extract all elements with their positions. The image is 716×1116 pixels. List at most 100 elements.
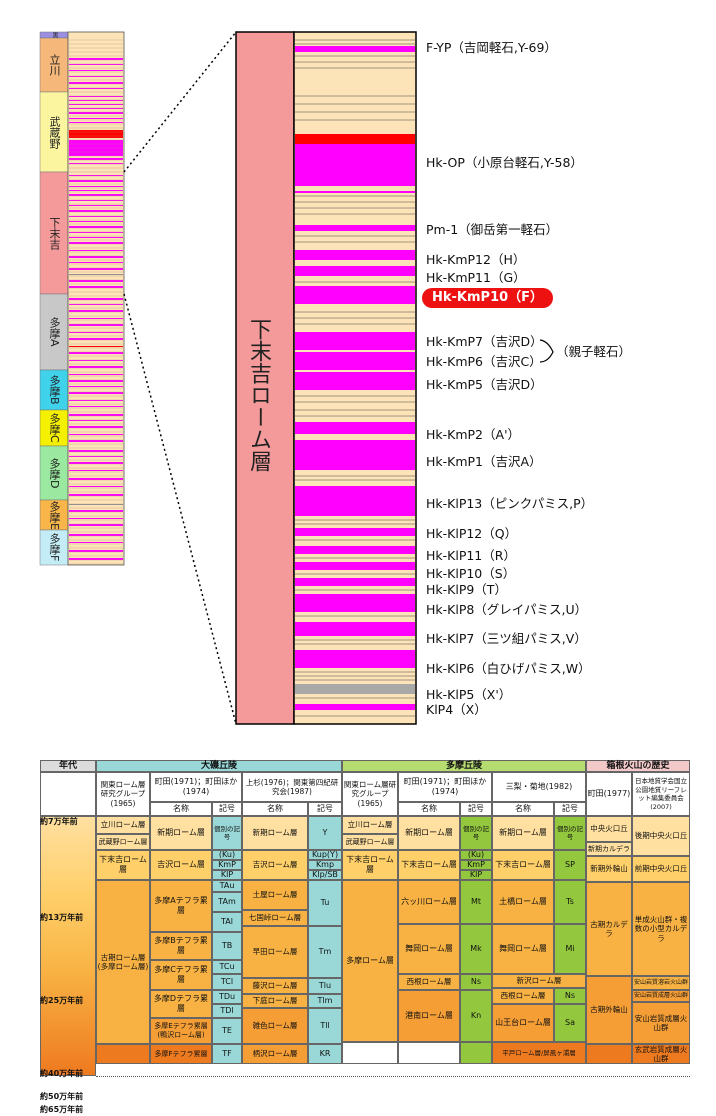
sanri-symbol: 個別の記号 [554, 816, 586, 850]
header-oiso: 大磯丘陵 [96, 760, 342, 772]
hakone-geo: 玄武岩質成層火山群 [632, 1044, 690, 1064]
mini-band [69, 374, 123, 375]
tephra-band [295, 250, 415, 260]
header-sub: 町田(1971)；町田ほか(1974) [398, 772, 492, 802]
tama-symbol: Ns [460, 974, 492, 990]
header-sub: 町田(1977) [586, 772, 632, 816]
sanri-symbol: Ts [554, 880, 586, 924]
mini-band [69, 298, 123, 300]
mini-band [69, 380, 123, 382]
mini-band [69, 122, 123, 123]
mini-band [69, 478, 123, 480]
mini-band [69, 360, 123, 361]
tephra-band [295, 134, 415, 144]
tama-name: 六ッ川ローム層 [398, 880, 460, 924]
era-band [39, 409, 69, 447]
tama-symbol: Mk [460, 924, 492, 974]
sanri-name: 新沢ローム層 [492, 974, 586, 988]
tephra-label: Hk-KlP7（三ツ組パミス,V） [426, 631, 587, 646]
tama-name: 新期ローム層 [398, 816, 460, 850]
header-sub: 関東ローム層研究グループ(1965) [342, 772, 398, 816]
tephra-band [295, 182, 415, 186]
mini-band [69, 324, 123, 326]
mini-band [69, 400, 123, 401]
tephra-band [295, 622, 415, 636]
oiso-symbol: TCu [212, 960, 242, 974]
mini-band [69, 242, 123, 244]
mini-band [69, 318, 123, 319]
uesugi-name: 藤沢ローム層 [242, 978, 308, 994]
uesugi-name: 下庭ローム層 [242, 994, 308, 1008]
mini-band [69, 504, 123, 505]
main-column-label: 下末吉ローム層 [246, 318, 271, 472]
mini-band [69, 414, 123, 416]
tephra-band [295, 332, 415, 350]
tephra-label: Hk-KmP5（吉沢D） [426, 377, 543, 392]
tephra-label: F-YP（吉岡軽石,Y-69） [426, 40, 557, 55]
uesugi-name: 柄沢ローム層 [242, 1044, 308, 1064]
sanri-name: 新期ローム層 [492, 816, 554, 850]
mini-band [69, 386, 123, 387]
mini-band [69, 210, 123, 212]
tephra-label: Hk-KmP11（G） [426, 270, 526, 285]
hakone-name: 新期外輪山 [586, 856, 632, 882]
table-cell [40, 772, 96, 816]
uesugi-symbol: Kmp [308, 860, 342, 870]
mini-band [69, 180, 123, 182]
mini-band [69, 392, 123, 394]
tephra-band [295, 528, 415, 536]
era-band [39, 529, 69, 566]
tama-symbol: 個別の記号 [460, 816, 492, 850]
hakone-name: 古期外輪山 [586, 976, 632, 1044]
tephra-label: Hk-KlP10（S） [426, 566, 516, 581]
age-label: 約50万年前 [40, 1092, 84, 1101]
tama-symbol: (Ku) [460, 850, 492, 860]
era-label: 黒ボク [51, 32, 58, 38]
mini-band [69, 158, 123, 160]
mini-band [69, 542, 123, 543]
oiso-symbol: KlP [212, 870, 242, 880]
uesugi-symbol: Tu [308, 880, 342, 926]
tephra-label: KlP4（X） [426, 702, 487, 717]
mini-band [69, 346, 123, 347]
oiso-symbol: (Ku) [212, 850, 242, 860]
era-label: 多摩F [48, 533, 61, 562]
table-cell [460, 1042, 492, 1064]
tama-symbol: KlP [460, 870, 492, 880]
mini-band [69, 64, 123, 65]
oiso-left: 立川ローム層 [96, 816, 150, 834]
era-bar [39, 31, 69, 566]
header-era: 年代 [40, 760, 96, 772]
mini-band [69, 486, 123, 487]
sanri-name: 平戸ローム層/屏風ヶ浦層 [492, 1042, 586, 1064]
mini-band [69, 420, 123, 421]
uesugi-name: 新期ローム層 [242, 816, 308, 850]
sanri-name: 山王台ローム層 [492, 1004, 554, 1042]
mini-band [69, 163, 123, 164]
tephra-band [295, 704, 415, 710]
table-cell [398, 1042, 460, 1064]
tephra-label: Hk-KmP1（吉沢A） [426, 454, 542, 469]
mini-band [69, 76, 123, 77]
tephra-band [295, 422, 415, 434]
tama-symbol: Mt [460, 880, 492, 924]
uesugi-name: 雑色ローム層 [242, 1008, 308, 1044]
oiso-symbol: TAm [212, 892, 242, 912]
tama-left: 武蔵野ローム層 [342, 834, 398, 850]
sanri-symbol: SP [554, 850, 586, 880]
tephra-label: Hk-KmP7（吉沢D） [426, 334, 543, 349]
uesugi-name: 七国峠ローム層 [242, 910, 308, 926]
tephra-label: Hk-KlP6（白ひげパミス,W） [426, 661, 591, 676]
mini-band [69, 96, 123, 97]
tephra-band [295, 562, 415, 570]
sanri-name: 土橋ローム層 [492, 880, 554, 924]
mini-band [69, 108, 123, 109]
uesugi-name: 早田ローム層 [242, 926, 308, 978]
highlight-label: Hk-KmP10（F） [422, 288, 554, 308]
tephra-band [295, 225, 415, 231]
mini-band [69, 118, 123, 119]
mini-band [69, 426, 123, 428]
mini-band [69, 550, 123, 552]
mini-band [69, 366, 123, 368]
header-col: 名称 [150, 802, 212, 816]
